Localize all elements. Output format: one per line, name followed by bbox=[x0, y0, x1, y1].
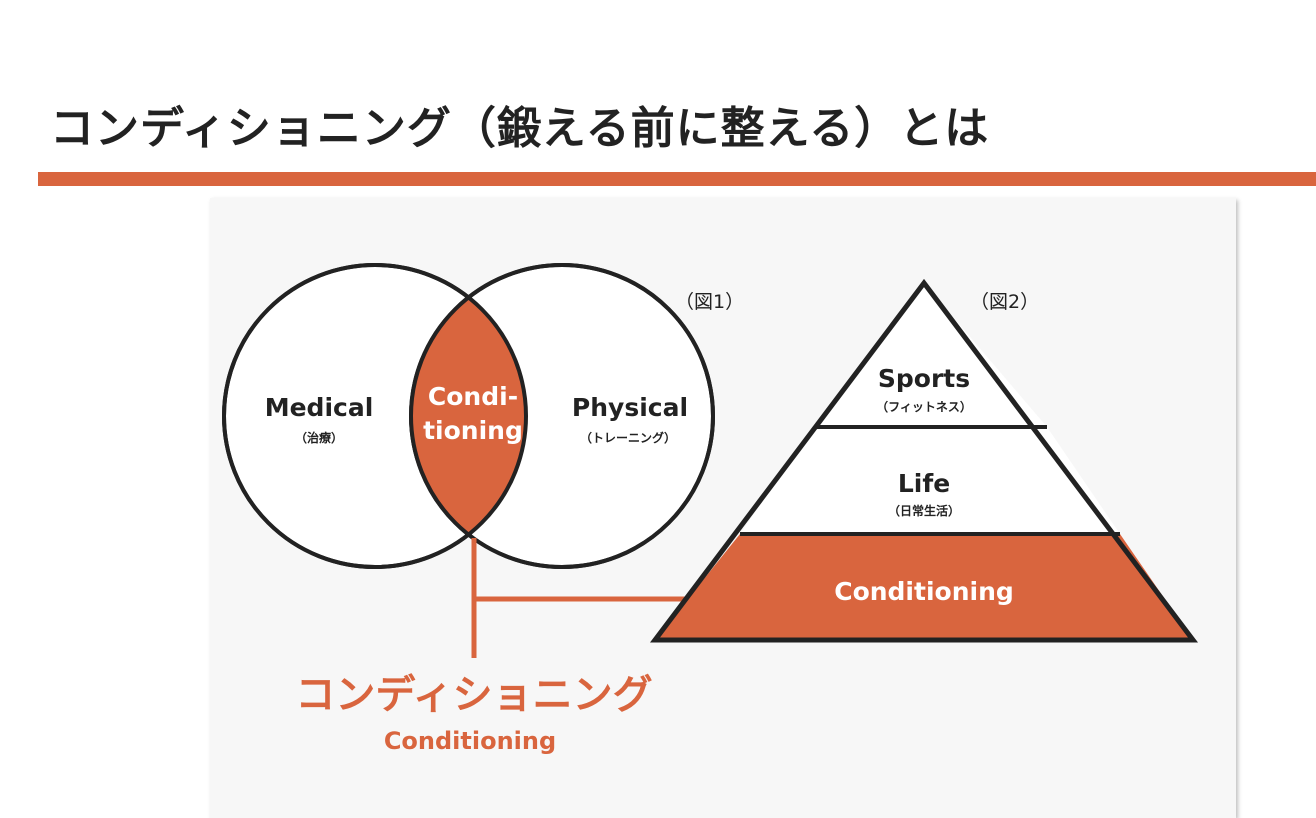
venn-intersection-line1: Condi- bbox=[428, 382, 518, 411]
pyramid-base-title: Conditioning bbox=[834, 577, 1014, 606]
venn-intersection-line2: tioning bbox=[423, 416, 523, 445]
figure2-label: （図2） bbox=[970, 291, 1039, 313]
pyramid-middle-title: Life bbox=[898, 469, 950, 498]
pyramid-tier-middle bbox=[740, 427, 1120, 534]
venn-right-sub: （トレーニング） bbox=[580, 430, 676, 445]
pyramid-top-sub: （フィットネス） bbox=[876, 399, 972, 414]
venn-diagram: （図1） Medical （治療） Condi- tioning Physica… bbox=[222, 263, 744, 569]
venn-left-title: Medical bbox=[265, 393, 374, 422]
venn-left-sub: （治療） bbox=[295, 430, 343, 445]
page-title: コンディショニング（鍛える前に整える）とは bbox=[50, 103, 990, 154]
figure-card: （図1） Medical （治療） Condi- tioning Physica… bbox=[210, 198, 1236, 818]
pyramid-top-title: Sports bbox=[878, 364, 970, 393]
title-rule bbox=[38, 172, 1316, 186]
pyramid-tier-base bbox=[655, 534, 1193, 640]
venn-right-title: Physical bbox=[572, 393, 688, 422]
pyramid-diagram: （図2） Sports （フィットネス） Life （日常生活） Conditi… bbox=[649, 278, 1199, 643]
diagram-canvas: （図1） Medical （治療） Condi- tioning Physica… bbox=[222, 263, 1199, 755]
pyramid-middle-sub: （日常生活） bbox=[888, 503, 960, 518]
figure1-label: （図1） bbox=[675, 291, 744, 313]
connector bbox=[471, 538, 692, 658]
pyramid-tier-top bbox=[814, 283, 1047, 427]
caption: コンディショニング Conditioning bbox=[295, 672, 652, 755]
pyramid-outline bbox=[649, 278, 1199, 643]
venn-intersection bbox=[411, 265, 526, 567]
caption-ja: コンディショニング bbox=[295, 672, 652, 718]
caption-en: Conditioning bbox=[384, 727, 556, 755]
